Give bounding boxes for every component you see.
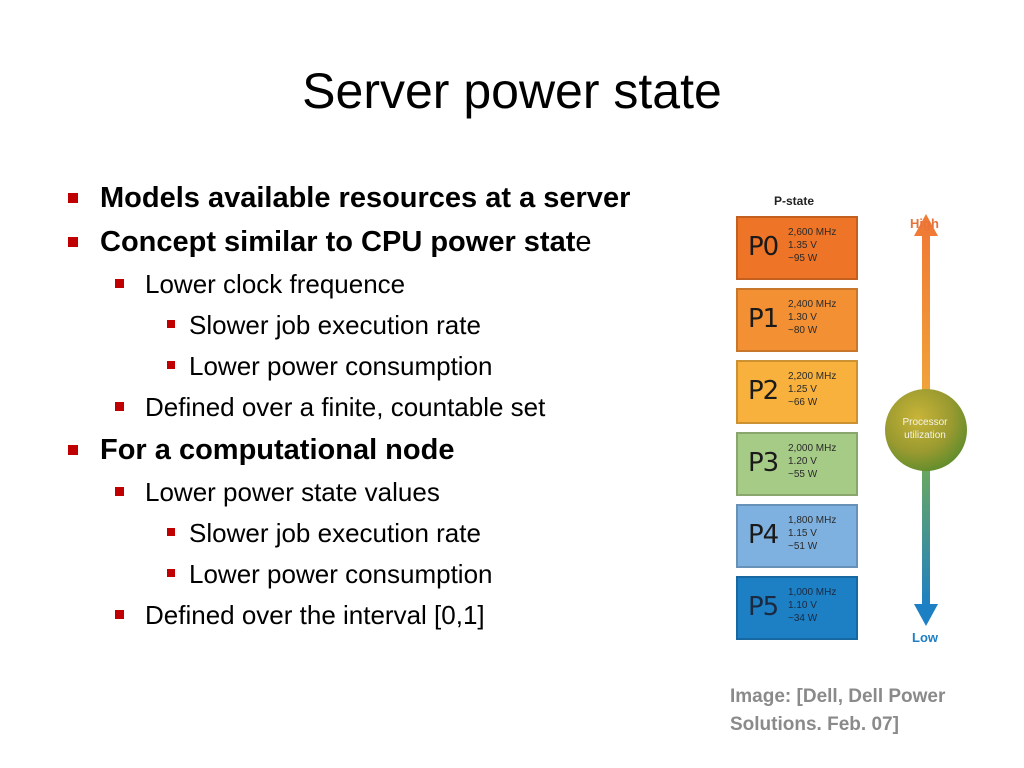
pstate-freq: 1,800 MHz: [788, 515, 837, 526]
pstate-box-p3: P3 2,000 MHz 1.20 V ~55 W: [736, 432, 858, 496]
pstate-freq: 2,000 MHz: [788, 443, 837, 454]
bullet-list: Models available resources at a server C…: [62, 180, 682, 640]
pstate-info: 2,200 MHz 1.25 V ~66 W: [788, 370, 836, 409]
bullet-text: Defined over a finite, countable set: [145, 392, 546, 422]
bullet-level3: Slower job execution rate: [62, 309, 682, 342]
bullet-marker: [167, 361, 175, 369]
bullet-marker: [68, 193, 78, 203]
processor-label-line1: Processor: [902, 417, 948, 428]
pstate-freq: 2,600 MHz: [788, 227, 837, 238]
bullet-text: Defined over the interval [0,1]: [145, 600, 485, 630]
pstate-name: P1: [748, 304, 779, 334]
pstate-name: P2: [748, 376, 779, 406]
bullet-text: Concept similar to CPU power stat: [100, 226, 576, 258]
slide-title: Server power state: [302, 63, 722, 119]
processor-label-line2: utilization: [904, 430, 946, 441]
bullet-level3: Slower job execution rate: [62, 517, 682, 550]
bullet-level3: Lower power consumption: [62, 558, 682, 591]
arrow-down-head: [914, 604, 938, 626]
pstate-box-p5: P5 1,000 MHz 1.10 V ~34 W: [736, 576, 858, 640]
bullet-level2: Lower power state values: [62, 476, 682, 509]
pstate-info: 1,800 MHz 1.15 V ~51 W: [788, 514, 836, 553]
pstate-volt: 1.20 V: [788, 456, 817, 467]
bullet-text: Slower job execution rate: [189, 518, 481, 548]
bullet-marker: [68, 445, 78, 455]
bullet-marker: [167, 528, 175, 536]
pstate-info: 2,600 MHz 1.35 V ~95 W: [788, 226, 836, 265]
bullet-text: Models available resources at a server: [100, 182, 631, 214]
bullet-level1: Models available resources at a server: [62, 180, 682, 216]
processor-utilization-label: Processor utilization: [884, 416, 966, 442]
bullet-marker: [115, 610, 124, 619]
bullet-text: For a computational node: [100, 434, 455, 466]
pstate-power: ~34 W: [788, 613, 818, 624]
pstate-info: 1,000 MHz 1.10 V ~34 W: [788, 586, 836, 625]
pstate-power: ~66 W: [788, 397, 818, 408]
bullet-text: Slower job execution rate: [189, 310, 481, 340]
pstate-box-p0: P0 2,600 MHz 1.35 V ~95 W: [736, 216, 858, 280]
bullet-text-tail: e: [575, 226, 592, 258]
pstate-info: 2,400 MHz 1.30 V ~80 W: [788, 298, 836, 337]
pstate-power: ~51 W: [788, 541, 818, 552]
pstate-name: P5: [748, 592, 779, 622]
processor-circle: [885, 389, 967, 471]
bullet-level1: For a computational node: [62, 432, 682, 468]
caption-line2: Solutions. Feb. 07]: [730, 714, 899, 735]
bullet-level2: Lower clock frequence: [62, 268, 682, 301]
bullet-level2: Defined over the interval [0,1]: [62, 599, 682, 632]
pstate-power: ~95 W: [788, 253, 818, 264]
pstate-box-p2: P2 2,200 MHz 1.25 V ~66 W: [736, 360, 858, 424]
bullet-marker: [68, 237, 78, 247]
arrow-up-head: [914, 214, 938, 236]
pstate-freq: 1,000 MHz: [788, 587, 837, 598]
pstate-info: 2,000 MHz 1.20 V ~55 W: [788, 442, 836, 481]
bullet-marker: [115, 487, 124, 496]
bullet-marker: [167, 569, 175, 577]
pstate-box-p1: P1 2,400 MHz 1.30 V ~80 W: [736, 288, 858, 352]
caption-line1: Image: [Dell, Dell Power: [730, 686, 946, 707]
pstate-volt: 1.10 V: [788, 600, 817, 611]
pstate-freq: 2,400 MHz: [788, 299, 837, 310]
bullet-level1: Concept similar to CPU power state: [62, 224, 682, 260]
pstate-volt: 1.35 V: [788, 240, 817, 251]
pstate-name: P3: [748, 448, 779, 478]
bullet-marker: [115, 402, 124, 411]
pstate-volt: 1.15 V: [788, 528, 817, 539]
pstate-power: ~55 W: [788, 469, 818, 480]
bullet-marker: [167, 320, 175, 328]
bullet-level2: Defined over a finite, countable set: [62, 391, 682, 424]
bullet-text: Lower power consumption: [189, 559, 493, 589]
pstate-volt: 1.25 V: [788, 384, 817, 395]
pstate-volt: 1.30 V: [788, 312, 817, 323]
bullet-level3: Lower power consumption: [62, 350, 682, 383]
bullet-text: Lower power state values: [145, 477, 440, 507]
bullet-text: Lower clock frequence: [145, 269, 406, 299]
utilization-arrow: [885, 214, 967, 626]
pstate-figure: P-state P0 2,600 MHz 1.35 V ~95 W P1 2,4…: [732, 190, 977, 650]
pstate-name: P0: [748, 232, 779, 262]
bullet-text: Lower power consumption: [189, 351, 493, 381]
pstate-freq: 2,200 MHz: [788, 371, 837, 382]
pstate-box-p4: P4 1,800 MHz 1.15 V ~51 W: [736, 504, 858, 568]
pstate-name: P4: [748, 520, 779, 550]
high-label: High: [910, 216, 939, 231]
low-label: Low: [912, 630, 938, 645]
pstate-power: ~80 W: [788, 325, 818, 336]
pstate-header: P-state: [774, 194, 815, 208]
image-caption: Image: [Dell, Dell Power Solutions. Feb.…: [730, 683, 945, 739]
bullet-marker: [115, 279, 124, 288]
